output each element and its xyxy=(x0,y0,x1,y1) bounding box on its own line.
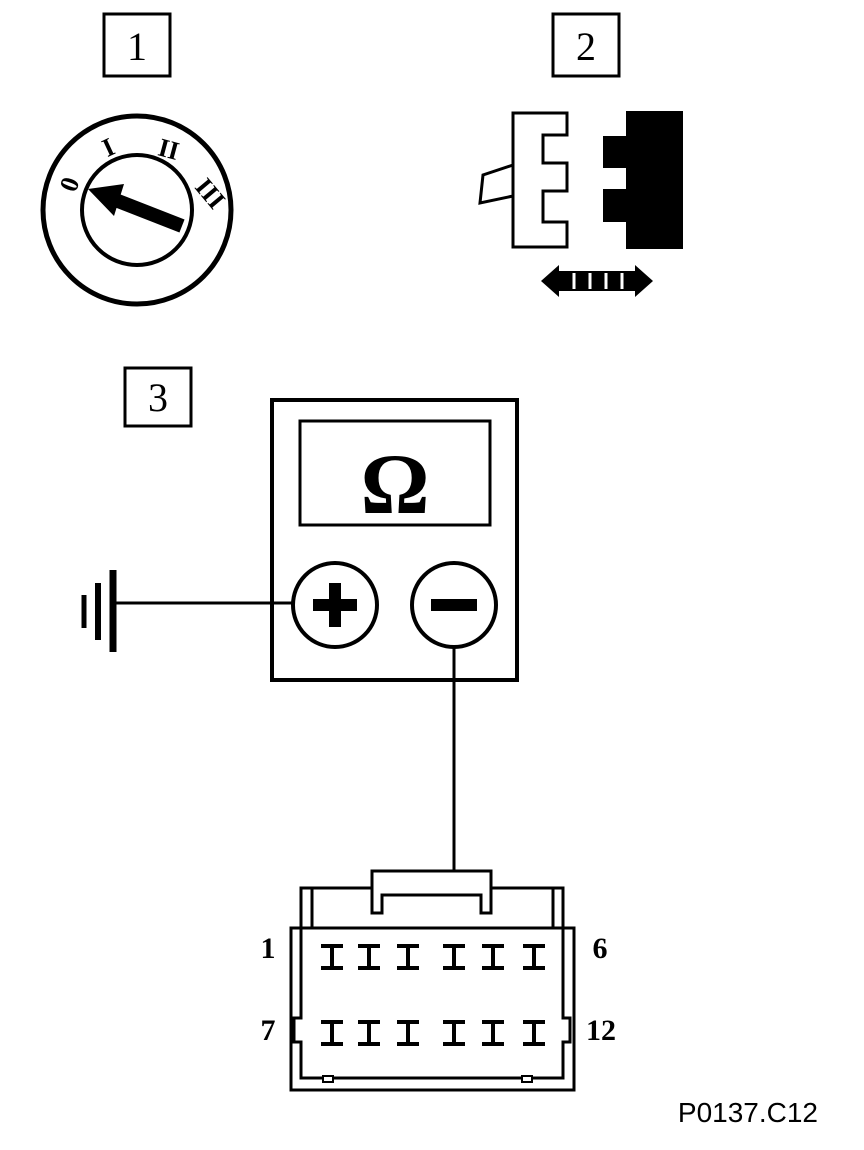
negative-terminal: − xyxy=(410,561,498,649)
pin-label-7: 7 xyxy=(261,1014,276,1047)
ohm-symbol: Ω xyxy=(361,436,430,532)
ohmmeter: Ω + − xyxy=(270,398,519,682)
minus-icon xyxy=(431,599,477,611)
ground-icon xyxy=(81,570,117,652)
connector-12-pin: 1 6 7 12 xyxy=(261,869,616,1092)
figure-reference: P0137.C12 xyxy=(678,1097,818,1128)
positive-terminal: + xyxy=(291,561,379,649)
key-arrow-icon xyxy=(88,184,185,233)
pin-row-bottom xyxy=(321,1020,545,1046)
pin-label-1: 1 xyxy=(261,932,276,965)
step-2-label-box: 2 xyxy=(551,12,621,78)
double-arrow-icon xyxy=(541,265,653,297)
meter-display xyxy=(298,419,492,527)
ignition-switch-icon: 0 I II III xyxy=(40,113,234,307)
step-3-label-box: 3 xyxy=(123,366,193,428)
step-2-label: 2 xyxy=(576,24,596,69)
connector-disconnect-icon xyxy=(478,111,683,297)
pin-row-top xyxy=(321,944,545,970)
step-1-label: 1 xyxy=(127,24,147,69)
pin-label-12: 12 xyxy=(586,1014,616,1047)
step-1-label-box: 1 xyxy=(102,12,172,78)
step-3-label: 3 xyxy=(148,375,168,420)
pin-label-6: 6 xyxy=(593,932,608,965)
